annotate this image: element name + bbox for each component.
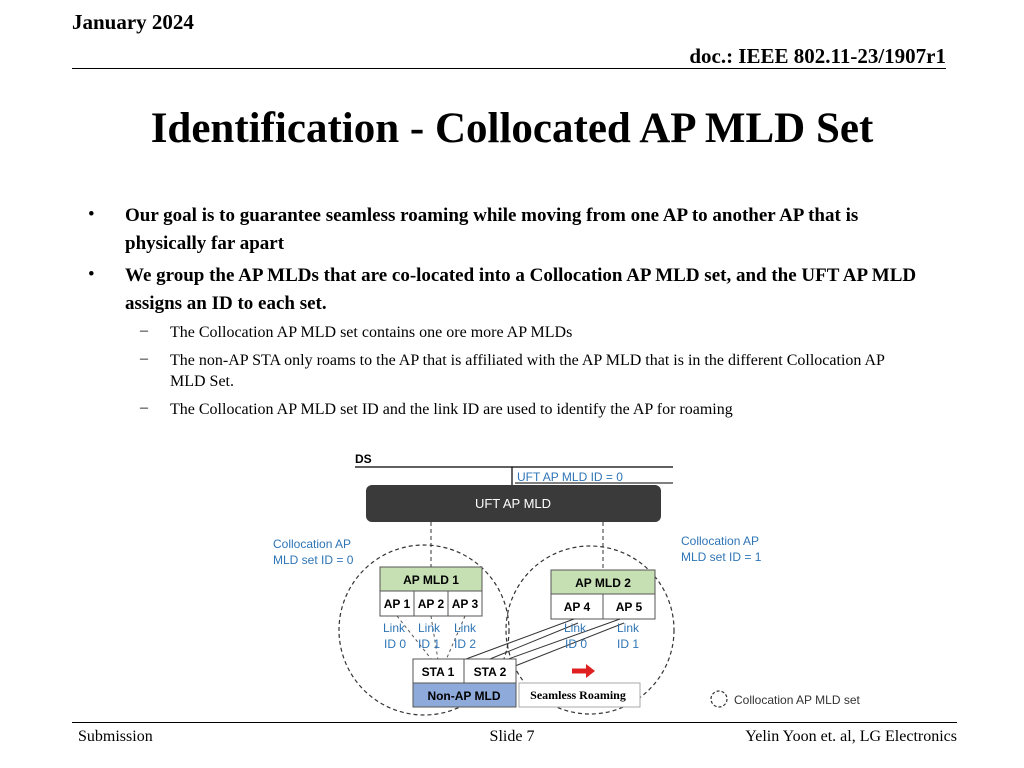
ap-mld-1-label: AP MLD 1 — [403, 573, 459, 587]
footer-rule — [72, 722, 957, 723]
set1-label-line1: Collocation AP — [681, 534, 759, 548]
legend-label: Collocation AP MLD set — [734, 693, 861, 707]
link-sta1-ap4 — [457, 618, 575, 663]
non-ap-mld-box — [412, 682, 517, 708]
ds-label: DS — [355, 452, 372, 466]
ap3-box — [447, 590, 483, 617]
sub-bullet-dash: – — [140, 399, 148, 416]
footer-submission: Submission — [78, 728, 153, 745]
seamless-roaming-box — [518, 682, 641, 708]
header-doc-id: doc.: IEEE 802.11-23/1907r1 — [689, 44, 946, 68]
ap2-label: AP 2 — [418, 597, 445, 611]
link-sta2-ap5 — [499, 618, 621, 663]
link-id1-label: ID 1 — [418, 637, 440, 651]
slide-title: Identification - Collocated AP MLD Set — [150, 105, 874, 152]
link-sta2-ap5-parallel — [509, 622, 625, 669]
ap5-box — [602, 593, 656, 620]
ap3-label: AP 3 — [452, 597, 479, 611]
ap1-label: AP 1 — [384, 597, 411, 611]
roaming-arrow-icon — [586, 664, 595, 678]
uft-id-label: UFT AP MLD ID = 0 — [517, 470, 623, 484]
footer-slide-number: Slide 7 — [489, 728, 535, 745]
footer-authors: Yelin Yoon et. al, LG Electronics — [745, 728, 957, 745]
ap1-box — [379, 590, 415, 617]
uft-ap-mld-box — [366, 485, 661, 522]
link-id1-ap5-word: Link — [617, 621, 640, 635]
header-rule — [72, 68, 946, 69]
ap4-box — [550, 593, 604, 620]
link-id0-word: Link — [383, 621, 406, 635]
bullet-dot: • — [88, 204, 95, 225]
non-ap-mld-label: Non-AP MLD — [427, 689, 500, 703]
sub-bullet-roams: The non-AP STA only roams to the AP that… — [170, 352, 885, 390]
legend-dashed-circle-icon — [710, 690, 728, 708]
bullet-grouping: We group the AP MLDs that are co-located… — [125, 265, 917, 314]
ap4-label: AP 4 — [564, 600, 591, 614]
sta1-label: STA 1 — [422, 665, 455, 679]
link-id0-ap4-label: ID 0 — [565, 637, 587, 651]
link-ap3-sta1 — [445, 615, 466, 661]
set0-label-line1: Collocation AP — [273, 537, 351, 551]
link-id2-label: ID 2 — [454, 637, 476, 651]
set0-label-line2: MLD set ID = 0 — [273, 553, 354, 567]
header-date: January 2024 — [72, 10, 194, 34]
bullet-dot: • — [88, 264, 95, 285]
link-id0-ap4-word: Link — [564, 621, 587, 635]
sub-bullet-set-id: The Collocation AP MLD set ID and the li… — [170, 401, 733, 418]
bullet-goal: Our goal is to guarantee seamless roamin… — [125, 205, 859, 254]
sta2-label: STA 2 — [474, 665, 507, 679]
link-ap2-sta1 — [430, 615, 439, 661]
link-id2-word: Link — [454, 621, 477, 635]
link-id1-ap5-label: ID 1 — [617, 637, 639, 651]
ap-mld-2-label: AP MLD 2 — [575, 576, 631, 590]
sub-bullet-dash: – — [140, 322, 148, 339]
collocation-set-0-circle — [338, 544, 510, 716]
ap5-label: AP 5 — [616, 600, 643, 614]
ap-mld-1-header — [379, 566, 483, 592]
ap-mld-2-header — [550, 569, 656, 595]
link-id1-word: Link — [418, 621, 441, 635]
sub-bullet-dash: – — [140, 350, 148, 367]
uft-ap-mld-label: UFT AP MLD — [475, 496, 551, 511]
seamless-roaming-label: Seamless Roaming — [530, 688, 626, 702]
collocation-set-1-circle — [505, 545, 675, 715]
set1-label-line2: MLD set ID = 1 — [681, 550, 762, 564]
sub-bullet-set-contains: The Collocation AP MLD set contains one … — [170, 324, 573, 341]
link-id0-label: ID 0 — [384, 637, 406, 651]
